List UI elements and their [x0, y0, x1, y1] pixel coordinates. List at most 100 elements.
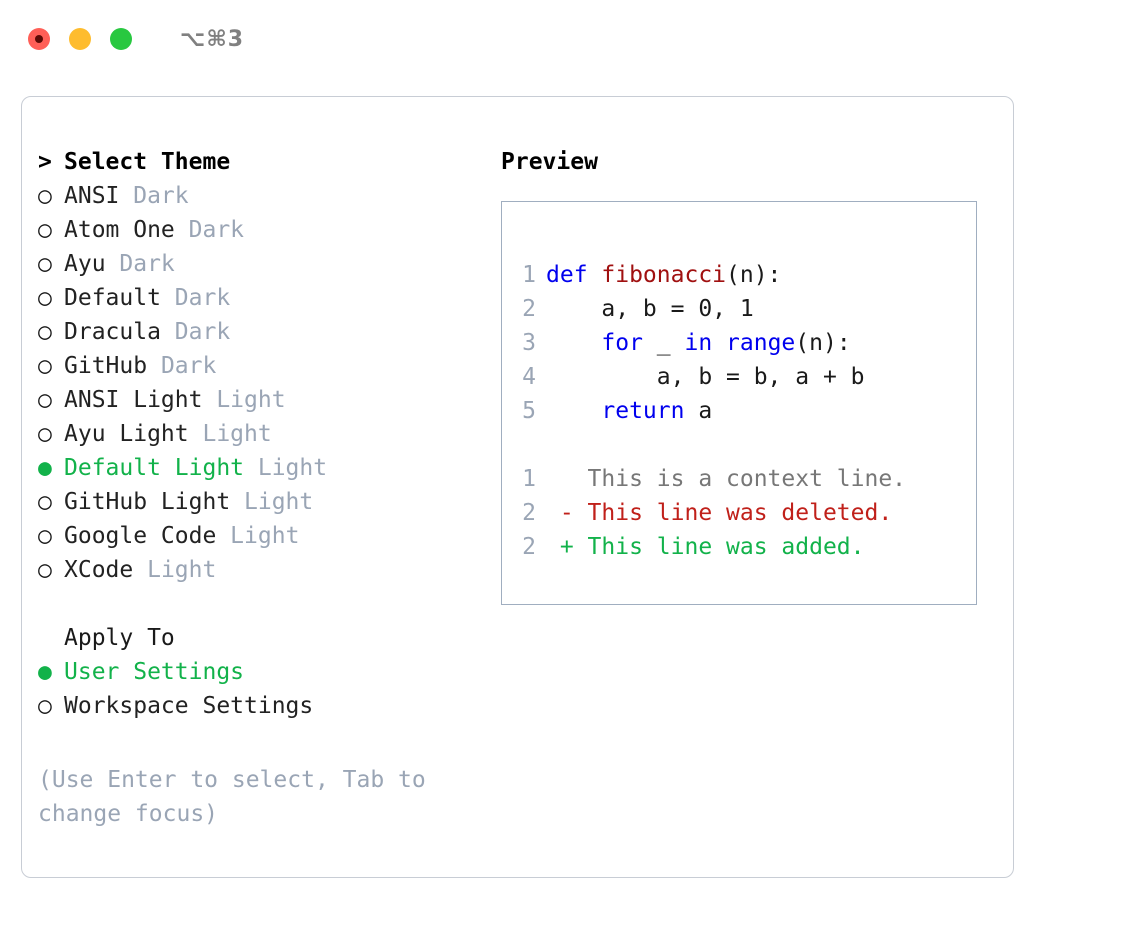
- theme-variant-tag: Dark: [160, 319, 231, 345]
- theme-name: Ayu Light: [64, 421, 189, 447]
- code-line: 2 - This line was deleted.: [502, 496, 976, 530]
- apply-to-label-row: Apply To: [38, 621, 498, 655]
- diff-sample-block: 1 This is a context line.2 - This line w…: [502, 462, 976, 564]
- radio-unselected-icon[interactable]: ○: [38, 251, 52, 277]
- code-token: a, b = 0, 1: [546, 296, 754, 322]
- apply-to-option[interactable]: ●User Settings: [38, 655, 498, 689]
- code-line-text: return a: [546, 394, 712, 428]
- code-token: - This line was deleted.: [546, 500, 893, 526]
- theme-list-item[interactable]: ○ ANSI Dark: [38, 179, 498, 213]
- code-token: This is a context line.: [546, 466, 907, 492]
- minimize-window-button[interactable]: [69, 28, 91, 50]
- code-token: [546, 330, 601, 356]
- code-line: 1 This is a context line.: [502, 462, 976, 496]
- theme-name: GitHub Light: [64, 489, 231, 515]
- code-line: 4 a, b = b, a + b: [502, 360, 976, 394]
- theme-name: Ayu: [64, 251, 106, 277]
- radio-selected-icon[interactable]: ●: [38, 659, 52, 685]
- keyboard-hint-text: (Use Enter to select, Tab to change focu…: [38, 767, 440, 827]
- code-line-text: a, b = 0, 1: [546, 292, 754, 326]
- radio-unselected-icon[interactable]: ○: [38, 523, 52, 549]
- theme-variant-tag: Dark: [147, 353, 217, 379]
- apply-to-option[interactable]: ○ Workspace Settings: [38, 689, 498, 723]
- line-number: 3: [522, 330, 536, 356]
- line-number: 2: [522, 500, 536, 526]
- keyboard-shortcut-label: ⌥⌘3: [180, 26, 245, 52]
- theme-variant-tag: Light: [244, 455, 328, 481]
- code-line-text: + This line was added.: [546, 530, 865, 564]
- code-line-text: a, b = b, a + b: [546, 360, 865, 394]
- theme-picker-header: > Select Theme: [38, 145, 498, 179]
- radio-unselected-icon[interactable]: ○: [38, 693, 52, 719]
- radio-selected-icon[interactable]: ●: [38, 455, 52, 481]
- theme-list: ○ ANSI Dark ○ Atom One Dark ○ Ayu Dark ○ Defaul…: [38, 179, 498, 587]
- code-token: range: [726, 330, 796, 356]
- code-token: _: [642, 330, 685, 356]
- theme-name: Atom One: [64, 217, 175, 243]
- code-token: (n):: [795, 330, 851, 356]
- code-token: for: [601, 330, 643, 356]
- theme-name: Default Light: [64, 455, 245, 481]
- radio-unselected-icon[interactable]: ○: [38, 285, 52, 311]
- apply-to-option-label: Workspace Settings: [64, 693, 314, 719]
- theme-list-item[interactable]: ○ GitHub Dark: [38, 349, 498, 383]
- theme-list-item[interactable]: ○ Dracula Dark: [38, 315, 498, 349]
- window-titlebar: ⌥⌘3: [0, 0, 1140, 78]
- theme-list-item[interactable]: ● Default Light Light: [38, 451, 498, 485]
- theme-variant-tag: Light: [230, 489, 314, 515]
- radio-unselected-icon[interactable]: ○: [38, 353, 52, 379]
- code-line-text: - This line was deleted.: [546, 496, 892, 530]
- traffic-light-buttons: [28, 28, 132, 50]
- radio-unselected-icon[interactable]: ○: [38, 387, 52, 413]
- theme-name: GitHub: [64, 353, 148, 379]
- theme-variant-tag: Light: [202, 387, 286, 413]
- code-diff-separator: [502, 428, 976, 462]
- theme-list-item[interactable]: ○ Default Dark: [38, 281, 498, 315]
- theme-variant-tag: Dark: [174, 217, 245, 243]
- theme-list-item[interactable]: ○ Google Code Light: [38, 519, 498, 553]
- theme-name: Default: [64, 285, 161, 311]
- code-line: 5 return a: [502, 394, 976, 428]
- line-number: 2: [522, 296, 536, 322]
- line-number: 2: [522, 534, 536, 560]
- theme-variant-tag: Dark: [160, 285, 231, 311]
- radio-unselected-icon[interactable]: ○: [38, 489, 52, 515]
- radio-unselected-icon[interactable]: ○: [38, 319, 52, 345]
- radio-unselected-icon[interactable]: ○: [38, 421, 52, 447]
- app-window-card: > Select Theme ○ANSI Dark○Atom One Dark○…: [21, 96, 1014, 878]
- theme-variant-tag: Light: [216, 523, 300, 549]
- theme-list-item[interactable]: ○Ayu Dark: [38, 247, 498, 281]
- theme-list-item[interactable]: ○ANSI Light Light: [38, 383, 498, 417]
- theme-variant-tag: Dark: [119, 183, 189, 209]
- radio-unselected-icon[interactable]: ○: [38, 557, 52, 583]
- apply-to-options: ●User Settings ○ Workspace Settings: [38, 655, 498, 723]
- theme-picker-pane: > Select Theme ○ANSI Dark○Atom One Dark○…: [38, 145, 498, 723]
- theme-list-item[interactable]: ○XCode Light: [38, 553, 498, 587]
- maximize-window-button[interactable]: [110, 28, 132, 50]
- theme-name: ANSI: [64, 183, 120, 209]
- code-token: in: [684, 330, 713, 356]
- theme-name: Dracula: [64, 319, 161, 345]
- radio-unselected-icon[interactable]: ○: [38, 183, 52, 209]
- theme-list-item[interactable]: ○ Atom One Dark: [38, 213, 498, 247]
- code-token: a, b = b, a + b: [546, 364, 865, 390]
- theme-name: Google Code: [64, 523, 217, 549]
- theme-list-item[interactable]: ○ Ayu Light Light: [38, 417, 498, 451]
- code-token: (n):: [726, 262, 782, 288]
- code-token: fibonacci: [601, 262, 727, 288]
- code-line: 2 + This line was added.: [502, 530, 976, 564]
- code-line: 2 a, b = 0, 1: [502, 292, 976, 326]
- apply-to-marker-placeholder: [38, 621, 64, 655]
- apply-to-label: Apply To: [64, 625, 175, 651]
- radio-unselected-icon[interactable]: ○: [38, 217, 52, 243]
- code-token: return: [601, 398, 685, 424]
- close-window-button[interactable]: [28, 28, 50, 50]
- theme-list-item[interactable]: ○ GitHub Light Light: [38, 485, 498, 519]
- line-number: 5: [522, 398, 536, 424]
- theme-variant-tag: Light: [188, 421, 272, 447]
- code-line-text: for _ in range(n):: [546, 326, 851, 360]
